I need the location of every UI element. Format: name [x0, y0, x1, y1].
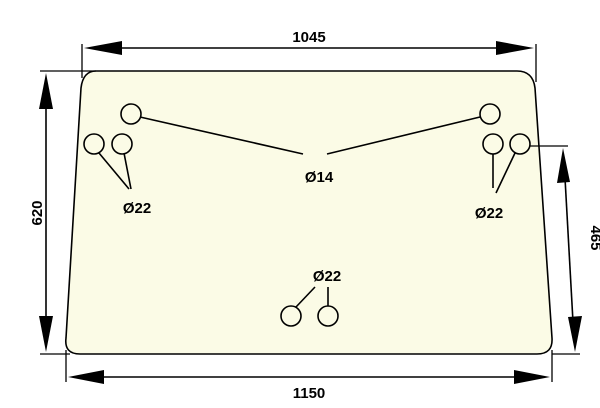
left-holes-callout: Ø22	[83, 133, 151, 217]
small-holes-label: Ø14	[305, 169, 334, 186]
bottom-width-dimension: 1150	[65, 350, 553, 402]
hole-top-right-small	[479, 103, 501, 125]
right-holes-label: Ø22	[475, 205, 503, 222]
left-holes-label: Ø22	[123, 200, 151, 217]
hole-bottom-right	[317, 305, 339, 327]
hole-right-outer	[509, 133, 531, 155]
bottom-holes-callout: Ø22	[280, 268, 341, 327]
hole-top-left-small	[120, 103, 142, 125]
small-holes-callout: Ø14	[120, 103, 501, 186]
hole-bottom-left	[280, 305, 302, 327]
right-holes-callout: Ø22	[475, 133, 531, 222]
left-height-label: 620	[29, 200, 46, 225]
left-height-dimension: 620	[29, 70, 96, 355]
bottom-holes-label: Ø22	[313, 268, 341, 285]
hole-left-inner	[111, 133, 133, 155]
right-height-dimension: 465	[521, 145, 600, 355]
hole-right-inner	[482, 133, 504, 155]
panel-outline	[64, 70, 553, 355]
top-width-label: 1045	[292, 29, 325, 46]
bottom-width-label: 1150	[293, 385, 326, 402]
top-width-dimension: 1045	[81, 29, 537, 82]
hole-left-outer	[83, 133, 105, 155]
right-height-label: 465	[587, 225, 600, 250]
